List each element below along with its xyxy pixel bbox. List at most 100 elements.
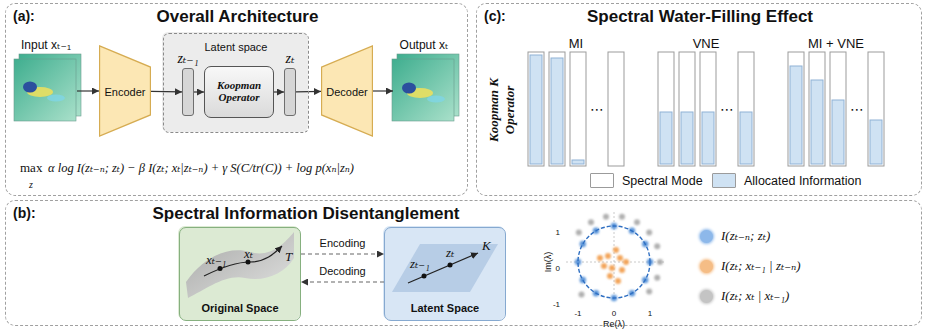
flow-arrow [373, 90, 393, 91]
latent-space-fill [162, 32, 308, 132]
text-holder: Encoder [102, 82, 148, 100]
vortex-core [23, 82, 37, 93]
legend-swatch [590, 173, 614, 188]
unit-circle [578, 226, 650, 298]
state-dot [422, 274, 427, 279]
text-holder: (c): [484, 7, 506, 25]
space-label: Latent Space [411, 302, 479, 314]
text-holder: Spectral Information Disentanglement [101, 204, 511, 224]
text-holder: Spectral Water-Filling Effect [477, 7, 923, 27]
allocated-information [530, 55, 882, 164]
input-field-image [14, 54, 81, 121]
mode-outlines [528, 52, 884, 166]
legend-entry: I(zₜ; xₜ | xₜ₋₁) [700, 288, 789, 304]
text-holder: 1 [648, 302, 652, 320]
trajectory [204, 246, 282, 276]
text-holder: Latent Space [385, 298, 505, 316]
image-caption: Input xₜ₋₁ [21, 38, 71, 52]
text-holder: (a): [13, 7, 35, 25]
text-holder: z [29, 174, 33, 192]
legend-text: I(zₜ₋ₙ; zₜ) [721, 228, 770, 244]
axis-title: Im(λ) [543, 252, 553, 273]
text-holder: max [20, 158, 42, 176]
legend-entry: I(zₜ; xₜ₋₁ | zₜ₋ₙ) [700, 258, 801, 274]
group-label: MI [569, 36, 583, 51]
latent-space-box: Latent space zₜ₋₁ Koopman Operator zₜ [163, 33, 309, 133]
text-holder: Decoder [324, 82, 370, 100]
koopman-box: Koopman Operator [204, 66, 274, 118]
flow-arrow [151, 91, 182, 93]
text-holder: α log I(zₜ₋ₙ; zₜ) − β I(zₜ; xₜ|zₜ₋ₙ) + γ… [48, 158, 462, 176]
operator-label: K [482, 238, 491, 254]
edge-label: Decoding [317, 265, 367, 277]
text-holder: ⋯ [590, 100, 604, 118]
legend-dot [700, 230, 713, 243]
text-holder: MI [569, 34, 583, 52]
inner-modes [597, 247, 629, 284]
vortex-trail [427, 96, 445, 103]
text-holder: K [482, 236, 491, 254]
text-holder: VNE [693, 34, 720, 52]
legend-swatch [712, 173, 736, 188]
objective-formula: α log I(zₜ₋ₙ; zₜ) − β I(zₜ; xₜ|zₜ₋ₙ) + γ… [48, 160, 354, 176]
image-caption: Output xₜ [400, 38, 449, 52]
ellipsis: ⋯ [590, 101, 604, 117]
trapezoid-shape [100, 46, 151, 136]
tick-label: 0 [556, 264, 560, 273]
text-holder: Im(λ) [537, 252, 555, 273]
unit-circle-modes [575, 223, 653, 301]
axis-title: Re(λ) [603, 319, 625, 329]
panel-label: (c): [484, 8, 506, 24]
trajectory [408, 253, 478, 283]
tick-label: 0 [612, 309, 616, 318]
text-holder: Encoding [318, 233, 368, 251]
decoder-block: Decoder [321, 45, 373, 137]
panel: (c):Spectral Water-Filling Effect [476, 3, 922, 196]
formula-subscript: z [29, 179, 33, 190]
block-label: Encoder [105, 86, 146, 98]
legend-text: Spectral Mode [622, 174, 703, 188]
vortex-trail [47, 95, 65, 102]
panel-title: Spectral Information Disentanglement [153, 204, 460, 224]
panel-label: (b): [13, 205, 36, 221]
output-frame: Output xₜ [393, 60, 455, 122]
encoder-block: Encoder [99, 45, 151, 137]
text-holder: Output xₜ [343, 35, 505, 53]
operator-label: T [285, 249, 292, 265]
legend-entry: Spectral Mode [590, 173, 703, 188]
text-holder: ⋯ [850, 100, 864, 118]
space-label: Original Space [201, 302, 278, 314]
text-holder: -1 [553, 293, 560, 311]
text-holder: (b): [13, 204, 36, 222]
state-label: zₜ [446, 245, 454, 261]
text-holder: xₜ [244, 244, 253, 262]
vector-label: zₜ [286, 50, 295, 67]
text-holder: xₜ₋₁ [206, 250, 226, 268]
legend-dot [700, 290, 713, 303]
axis-title: Koopman K Operator [486, 67, 518, 153]
text-holder: 0 [556, 257, 560, 275]
text-holder: Koopman Operator [208, 79, 270, 105]
tick-label: 1 [648, 309, 652, 318]
state-label: zₜ₋₁ [410, 256, 430, 272]
block-label: Koopman Operator [208, 79, 270, 103]
state-label: xₜ [244, 246, 253, 262]
legend-text: I(zₜ; xₜ₋₁ | zₜ₋ₙ) [721, 258, 801, 274]
legend-text: Allocated Information [744, 174, 861, 188]
text-holder: Original Space [180, 298, 300, 316]
text-holder: T [285, 247, 292, 265]
tick-label: 1 [556, 228, 560, 237]
flow-arrow [274, 91, 284, 92]
panel-label: (a): [13, 8, 35, 24]
state-dot [448, 263, 453, 268]
text-holder: 0 [612, 302, 616, 320]
latent-vector: zₜ₋₁ [182, 68, 194, 116]
tick-label: -1 [553, 300, 560, 309]
ellipsis: ⋯ [720, 101, 734, 117]
region-label: Latent space [205, 41, 268, 53]
text-holder: -1 [574, 302, 581, 320]
ellipsis: ⋯ [850, 101, 864, 117]
group-label: MI + VNE [808, 36, 864, 51]
field-frame [14, 59, 76, 121]
